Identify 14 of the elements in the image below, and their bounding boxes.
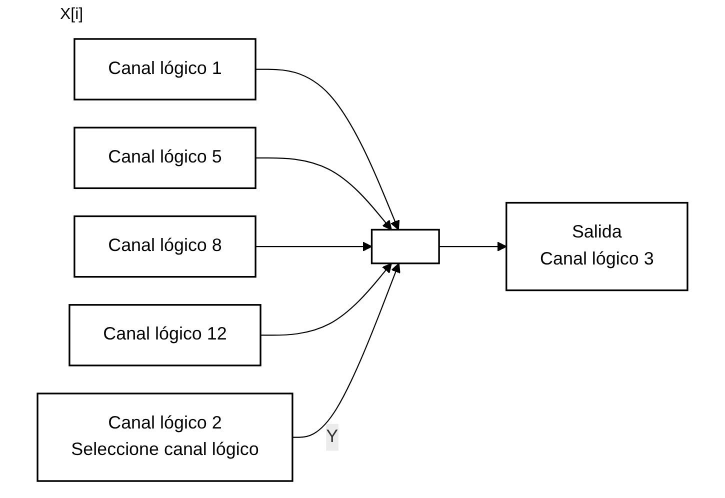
channel-box: Canal lógico 1: [74, 38, 256, 100]
channel-box: Canal lógico 8: [74, 215, 256, 278]
channel-box: Canal lógico 12: [68, 304, 262, 366]
channel-box: Salida Canal lógico 3: [506, 202, 688, 292]
arrow: [292, 262, 400, 438]
arrow: [256, 242, 372, 252]
arrow: [256, 157, 392, 230]
channel-box: Canal lógico 5: [74, 126, 256, 190]
arrow: [439, 242, 507, 252]
channel-box: Canal lógico 2 Seleccione canal lógico: [36, 392, 294, 482]
edge-label: Y: [326, 427, 338, 446]
arrow: [260, 262, 392, 336]
arrow: [256, 68, 400, 230]
signal-label: X[i]: [60, 6, 84, 23]
